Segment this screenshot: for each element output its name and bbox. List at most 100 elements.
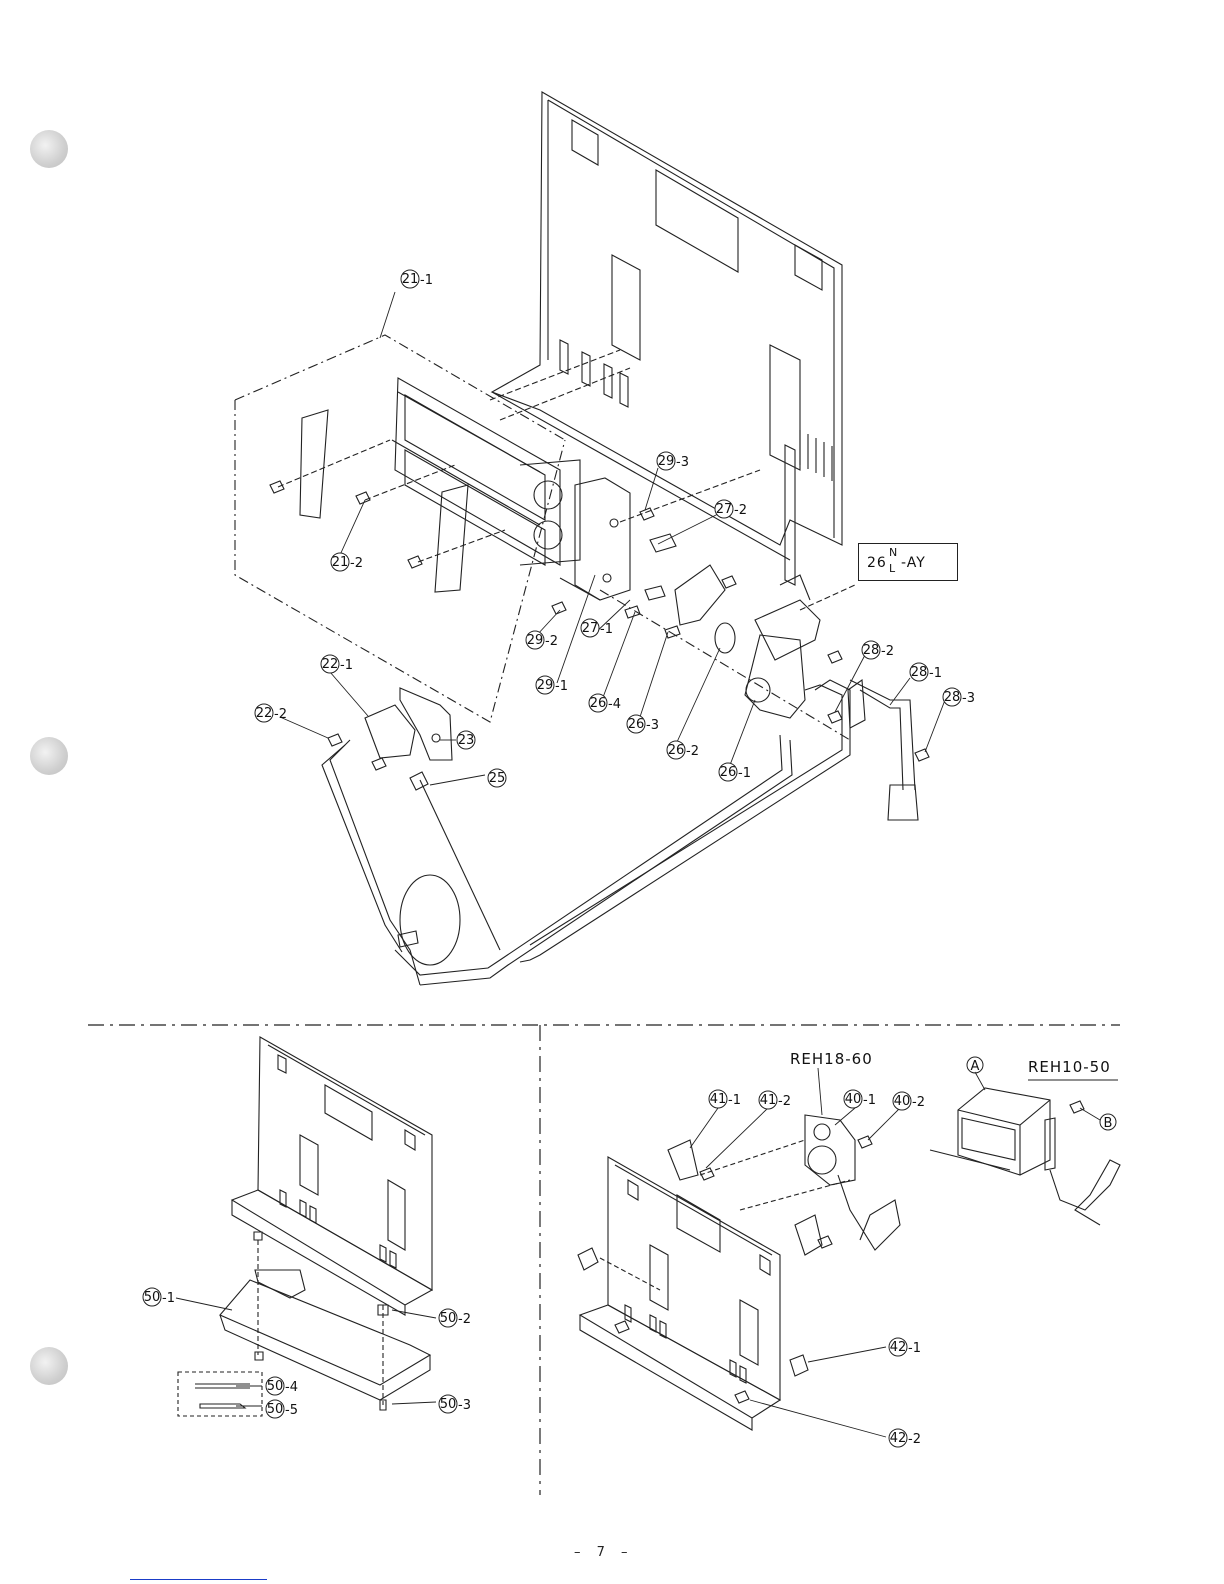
bottom-left-panel — [232, 1037, 432, 1315]
callout-22-2: 22-2 — [255, 704, 287, 722]
tubing — [322, 680, 850, 985]
callout-number: 26 — [628, 717, 645, 732]
callout-number: 23 — [458, 733, 475, 748]
callout-suffix: -2 — [881, 644, 894, 659]
callout-42-2: 42-2 — [889, 1429, 921, 1447]
marker-b-text: B — [1104, 1116, 1113, 1131]
callout-suffix: -2 — [545, 634, 558, 649]
callout-27-1: 27-1 — [581, 619, 613, 637]
ref-box-number: 26 — [867, 555, 887, 571]
callout-suffix: -1 — [929, 666, 942, 681]
fan-kit-reh18-60 — [668, 1115, 900, 1255]
ref-box-suffix: -AY — [901, 555, 926, 571]
callout-suffix: -4 — [608, 697, 621, 712]
marker-a: A — [967, 1057, 983, 1074]
callout-suffix: -1 — [420, 273, 433, 288]
callout-42-1: 42-1 — [889, 1338, 921, 1356]
callout-26-1: 26-1 — [719, 763, 751, 781]
callout-suffix: -1 — [863, 1093, 876, 1108]
page-number: – 7 – — [574, 1545, 634, 1560]
callout-number: 40 — [894, 1094, 911, 1109]
callout-29-2: 29-2 — [526, 631, 558, 649]
callout-number: 22 — [322, 657, 339, 672]
callout-suffix: -1 — [162, 1291, 175, 1306]
callout-40-1: 40-1 — [844, 1090, 876, 1108]
model-label-reh18-60: REH18-60 — [790, 1050, 873, 1068]
ref-box-sup: N — [889, 546, 898, 559]
callout-suffix: -3 — [962, 691, 975, 706]
callout-suffix: -5 — [285, 1403, 298, 1418]
callout-40-2: 40-2 — [893, 1092, 925, 1110]
callout-21-2: 21-2 — [331, 553, 363, 571]
callout-number: 29 — [658, 454, 675, 469]
callout-number: 27 — [716, 502, 733, 517]
callout-number: 29 — [537, 678, 554, 693]
callout-41-2: 41-2 — [759, 1091, 791, 1109]
callout-suffix: -2 — [350, 556, 363, 571]
callout-suffix: -1 — [600, 622, 613, 637]
callout-number: 40 — [845, 1092, 862, 1107]
model-label-reh10-50: REH10-50 — [1028, 1058, 1111, 1076]
callout-suffix: -1 — [728, 1093, 741, 1108]
callout-number: 28 — [863, 643, 880, 658]
callout-suffix: -2 — [908, 1432, 921, 1447]
callout-number: 50 — [267, 1379, 284, 1394]
footer-link-underline — [130, 1579, 267, 1580]
callout-suffix: -3 — [458, 1398, 471, 1413]
callout-26-3: 26-3 — [627, 715, 659, 733]
callout-number: 26 — [590, 696, 607, 711]
callout-number: 26 — [720, 765, 737, 780]
callout-50-2: 50-2 — [439, 1309, 471, 1327]
callout-number: 50 — [440, 1397, 457, 1412]
callout-suffix: -2 — [734, 503, 747, 518]
callout-number: 50 — [267, 1402, 284, 1417]
callout-suffix: -1 — [738, 766, 751, 781]
bottom-right-leaders — [690, 1068, 1100, 1437]
callout-suffix: -2 — [778, 1094, 791, 1109]
callout-suffix: -4 — [285, 1380, 298, 1395]
fan-kit-reh10-50 — [930, 1080, 1120, 1225]
callout-number: 28 — [911, 665, 928, 680]
callout-27-2: 27-2 — [715, 500, 747, 518]
callout-50-5: 50-5 — [266, 1400, 298, 1418]
model-reference-box: 26 N L -AY — [858, 543, 958, 581]
base-foot-50 — [178, 1232, 430, 1416]
callout-number: 50 — [440, 1311, 457, 1326]
bracket-29-1 — [552, 478, 654, 614]
callout-28-2: 28-2 — [862, 641, 894, 659]
callout-26-4: 26-4 — [589, 694, 621, 712]
callout-suffix: -2 — [912, 1095, 925, 1110]
callout-suffix: -2 — [686, 744, 699, 759]
callout-suffix: -1 — [340, 658, 353, 673]
callout-23: 23 — [457, 731, 475, 749]
callout-suffix: -3 — [646, 718, 659, 733]
callout-number: 42 — [890, 1340, 907, 1355]
marker-b: B — [1100, 1114, 1116, 1131]
burner-assembly — [235, 335, 630, 722]
callout-29-3: 29-3 — [657, 452, 689, 470]
callout-26-2: 26-2 — [667, 741, 699, 759]
callout-41-1: 41-1 — [709, 1090, 741, 1108]
callout-number: 41 — [710, 1092, 727, 1107]
callout-number: 42 — [890, 1431, 907, 1446]
pilot-assembly — [328, 688, 452, 770]
callout-25: 25 — [488, 769, 506, 787]
marker-a-text: A — [971, 1059, 980, 1074]
bottom-right-panel — [578, 1157, 808, 1430]
callout-number: 22 — [256, 706, 273, 721]
ref-box-sub: L — [889, 562, 896, 575]
callout-number: 21 — [332, 555, 349, 570]
callout-number: 26 — [668, 743, 685, 758]
page-number-value: 7 — [597, 1545, 611, 1560]
pipe-28-1 — [828, 680, 929, 820]
callout-21-1: 21-1 — [401, 270, 433, 288]
callout-28-1: 28-1 — [910, 663, 942, 681]
callout-number: 50 — [144, 1290, 161, 1305]
callout-29-1: 29-1 — [536, 676, 568, 694]
callout-number: 41 — [760, 1093, 777, 1108]
callout-50-3: 50-3 — [439, 1395, 471, 1413]
